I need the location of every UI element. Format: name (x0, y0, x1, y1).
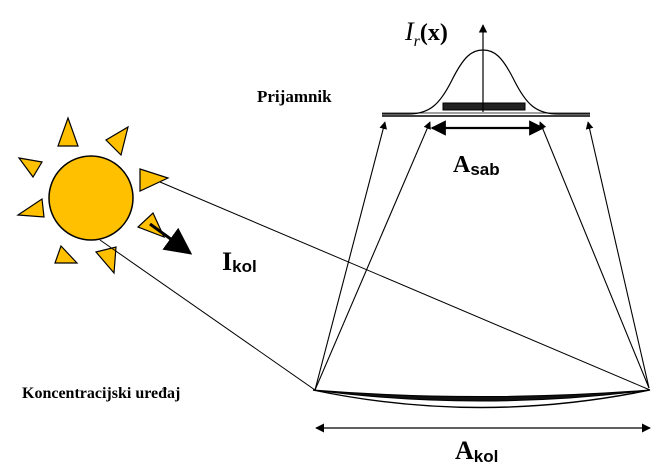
receiver-label: Prijamnik (257, 87, 332, 106)
concentrator-label: Koncentracijski uređaj (22, 385, 180, 402)
concentrator-dish (312, 389, 651, 409)
collector-area-label: Akol (455, 436, 498, 465)
sun-icon (16, 116, 170, 275)
intensity-label: Ir(x) (404, 17, 448, 50)
sun-disk (48, 155, 134, 241)
sun-rays (16, 116, 170, 275)
sun-to-concentrator-lines (99, 181, 651, 391)
absorber (442, 102, 526, 111)
arrow-icon (149, 222, 193, 255)
reflected-rays (314, 121, 650, 391)
absorber-area-label: Asab (453, 152, 500, 179)
collector-intensity-label: Ikol (222, 247, 257, 276)
